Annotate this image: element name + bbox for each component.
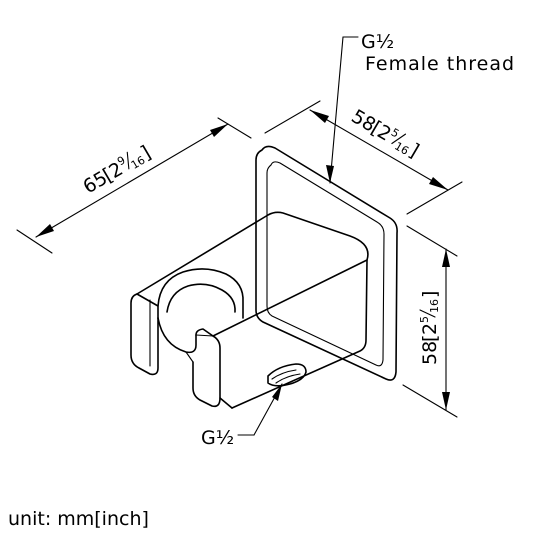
leader-bottom-thread [237,383,283,436]
bottom-thread-size: G½ [201,427,234,449]
height-bracket-open: [ [419,335,441,342]
dimension-height [402,225,458,418]
height-inch-numerator: 5 [418,316,431,323]
dimension-length-label: 65 [ 2 9 16 ] [79,142,154,199]
leader-top-thread [326,36,359,184]
top-thread-description: Female thread [365,53,515,75]
unit-note: unit: mm[inch] [8,508,149,530]
height-inch-denominator: 16 [428,299,441,313]
height-inch-whole: 2 [419,323,441,335]
bottom-thread-connector [267,363,307,387]
dimension-width [264,100,463,215]
width-inch-denominator: 16 [392,139,411,157]
wall-plate [255,145,398,381]
length-inch-denominator: 16 [129,154,148,172]
height-mm: 58 [419,341,441,365]
dimension-length [16,117,252,254]
height-bracket-close: ] [419,291,441,298]
top-thread-size: G½ [361,31,394,53]
dimension-height-label: 58 [ 2 5 16 ] [418,291,441,365]
holder-body [130,211,369,409]
